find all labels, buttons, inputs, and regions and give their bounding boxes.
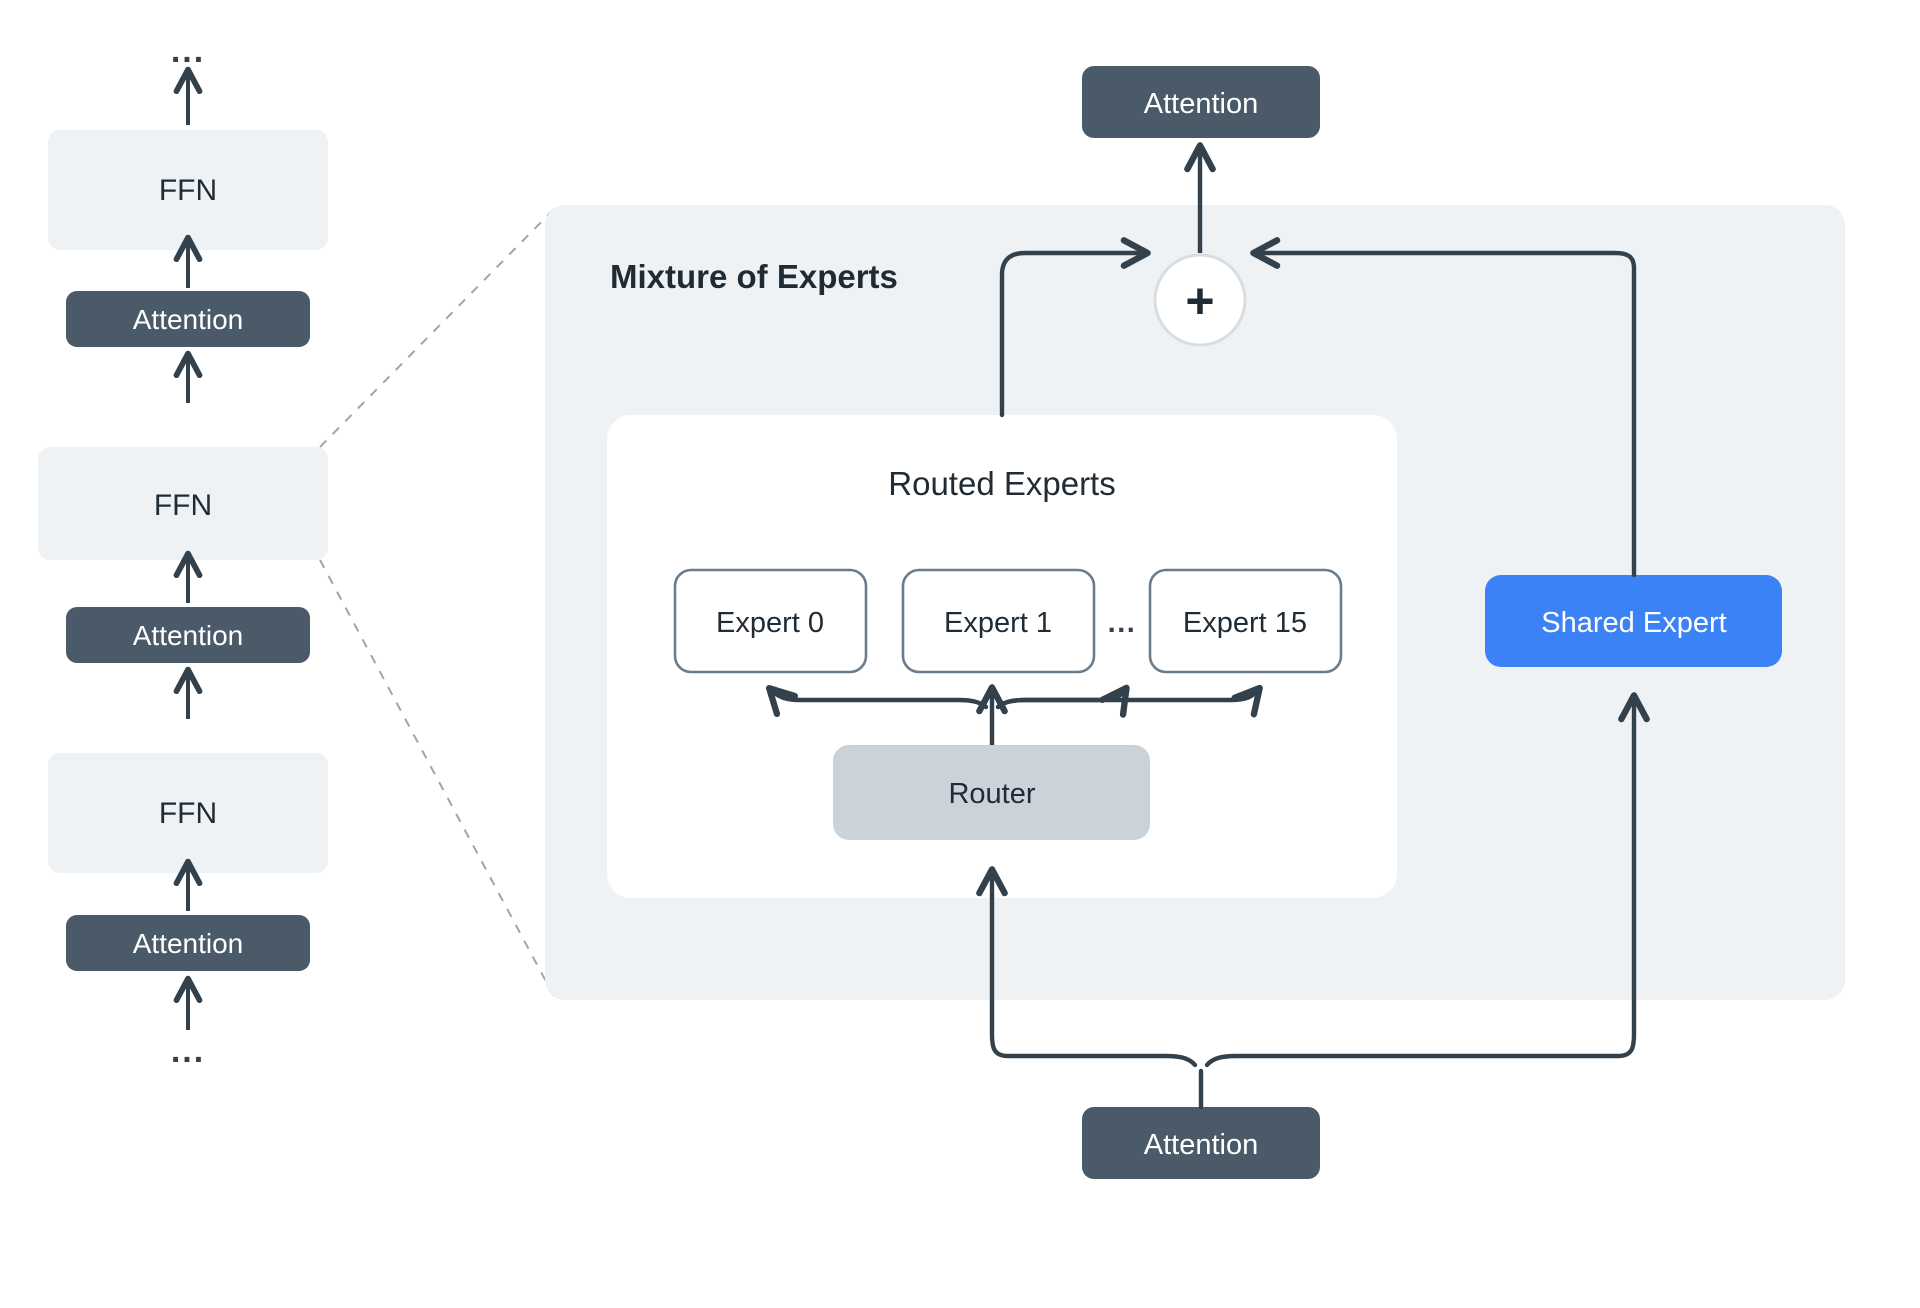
ffn-box-1	[48, 753, 328, 873]
expert-label-1: Expert 1	[944, 607, 1052, 639]
router-fanout-edges	[765, 684, 1263, 748]
sum-circle	[1153, 253, 1247, 347]
attention-label-3: Attention	[133, 304, 244, 335]
expert-label-15: Expert 15	[1183, 607, 1307, 639]
ffn-label-3: FFN	[159, 174, 217, 207]
ffn-box-3	[48, 130, 328, 250]
stack-ellipsis-bottom: ...	[171, 1032, 205, 1070]
expert-boxes: Expert 0 Expert 1 ... Expert 15	[673, 568, 1343, 674]
expert-box-1[interactable]	[901, 568, 1096, 674]
moe-bottom-attention-label: Attention	[1144, 1129, 1258, 1161]
attention-label-2: Attention	[133, 620, 244, 651]
attention-label-1: Attention	[133, 928, 244, 959]
routed-experts-title: Routed Experts	[888, 465, 1115, 502]
expert-box-0[interactable]	[673, 568, 868, 674]
edge-router-to-expert15	[995, 684, 1263, 718]
left-transformer-stack: ... FFN Attention FFN Attention FFN Atte…	[38, 32, 328, 1070]
router-box[interactable]	[833, 745, 1150, 840]
attention-box-2	[66, 607, 310, 663]
shared-expert-box[interactable]	[1485, 575, 1782, 667]
expert-label-0: Expert 0	[716, 607, 824, 639]
edge-router-to-expert0	[765, 684, 989, 718]
moe-panel-title: Mixture of Experts	[610, 258, 898, 295]
ffn-box-2	[38, 447, 328, 560]
dashed-line-lower	[319, 559, 557, 1001]
attention-box-3	[66, 291, 310, 347]
edge-bottom-attn-to-router	[976, 866, 1198, 1068]
moe-bottom-attention-box[interactable]	[1082, 1107, 1320, 1179]
sum-plus-symbol: +	[1185, 273, 1214, 329]
shared-expert-label: Shared Expert	[1541, 607, 1726, 639]
edge-bottom-attn-to-shared	[1204, 692, 1650, 1068]
bottom-attention-fanout	[976, 692, 1650, 1110]
zoom-connector-lines	[319, 206, 557, 1001]
edge-shared-to-sum	[1250, 237, 1637, 578]
stack-ellipsis-top: ...	[171, 32, 205, 70]
ffn-label-1: FFN	[159, 797, 217, 830]
moe-top-attention-label: Attention	[1144, 88, 1258, 120]
dashed-line-upper	[319, 206, 557, 448]
attention-box-1	[66, 915, 310, 971]
moe-top-attention-box[interactable]	[1082, 66, 1320, 138]
router-label: Router	[948, 778, 1035, 810]
experts-ellipsis: ...	[1108, 607, 1137, 639]
edge-routed-to-sum	[999, 237, 1151, 418]
ffn-label-2: FFN	[154, 489, 212, 522]
expert-box-15[interactable]	[1148, 568, 1343, 674]
